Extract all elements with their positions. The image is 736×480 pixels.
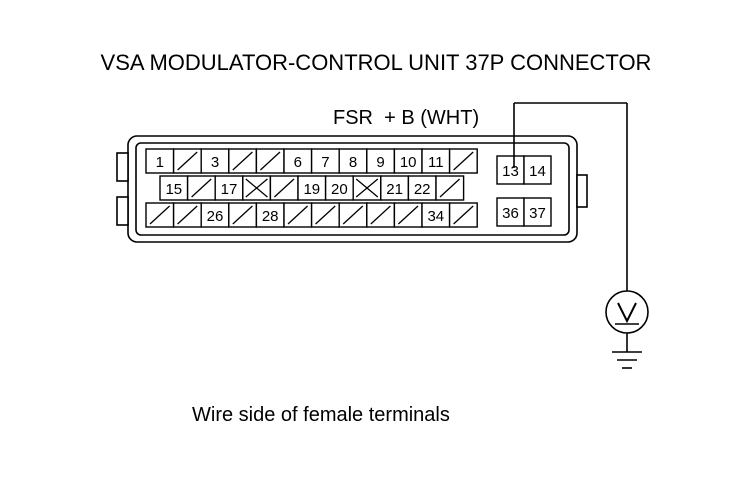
pin-cavity-13: 13 bbox=[496, 155, 525, 185]
pin-cavity-19: 19 bbox=[297, 175, 327, 201]
pin-number: 22 bbox=[414, 181, 431, 198]
pin-cavity-empty bbox=[310, 202, 340, 228]
ground-icon bbox=[612, 351, 642, 369]
pin-cavity-36: 36 bbox=[496, 197, 525, 227]
pin-number: 3 bbox=[211, 154, 219, 171]
pin-number: 6 bbox=[294, 154, 302, 171]
pin-cavity-empty bbox=[186, 175, 216, 201]
pin-cavity-empty bbox=[435, 175, 465, 201]
pin-cavity-empty bbox=[145, 202, 175, 228]
pin-cavity-3: 3 bbox=[200, 148, 230, 174]
pin-number: 7 bbox=[321, 154, 329, 171]
pin-cavity-26: 26 bbox=[200, 202, 230, 228]
pin-number: 20 bbox=[331, 181, 348, 198]
pin-number: 28 bbox=[262, 208, 279, 225]
pin-cavity-empty bbox=[448, 148, 478, 174]
pin-cavity-11: 11 bbox=[421, 148, 451, 174]
pin-number: 15 bbox=[165, 181, 182, 198]
pin-cavity-empty bbox=[393, 202, 423, 228]
pin-number: 21 bbox=[386, 181, 403, 198]
diagram-title: VSA MODULATOR-CONTROL UNIT 37P CONNECTOR bbox=[101, 50, 652, 75]
latch-left-top bbox=[116, 152, 129, 182]
pin-cavity-empty bbox=[228, 202, 258, 228]
pin-number: 9 bbox=[376, 154, 384, 171]
pin-cavity-15: 15 bbox=[159, 175, 189, 201]
pin-cavity-21: 21 bbox=[380, 175, 410, 201]
pin-cavity-37: 37 bbox=[523, 197, 552, 227]
pin-number: 36 bbox=[502, 205, 519, 222]
pin-number: 8 bbox=[349, 154, 357, 171]
pin-cavity-6: 6 bbox=[283, 148, 313, 174]
pin-cavity-28: 28 bbox=[255, 202, 285, 228]
pin-cavity-empty bbox=[269, 175, 299, 201]
pin-cavity-empty bbox=[283, 202, 313, 228]
pin-number: 1 bbox=[156, 154, 164, 171]
pin-cavity-8: 8 bbox=[338, 148, 368, 174]
pin-cavity-empty bbox=[172, 148, 202, 174]
pin-cavity-9: 9 bbox=[366, 148, 396, 174]
diagram-caption: Wire side of female terminals bbox=[192, 404, 450, 426]
voltmeter-icon bbox=[605, 290, 649, 334]
pin-cavity-empty bbox=[255, 148, 285, 174]
latch-left-bottom bbox=[116, 196, 129, 226]
pin-cavity-empty bbox=[172, 202, 202, 228]
latch-right bbox=[576, 174, 588, 208]
pin-number: 17 bbox=[221, 181, 238, 198]
pin-cavity-1: 1 bbox=[145, 148, 175, 174]
pin-number: 13 bbox=[502, 163, 519, 180]
pin-cavity-14: 14 bbox=[523, 155, 552, 185]
pin-cavity-20: 20 bbox=[324, 175, 354, 201]
pin-number: 34 bbox=[427, 208, 444, 225]
pin-cavity-10: 10 bbox=[393, 148, 423, 174]
pin-cavity-17: 17 bbox=[214, 175, 244, 201]
pin-cavity-blocked bbox=[242, 175, 272, 201]
probe-wire bbox=[513, 102, 628, 352]
pin-cavity-empty bbox=[338, 202, 368, 228]
pin-cavity-empty bbox=[448, 202, 478, 228]
pin-cavity-22: 22 bbox=[407, 175, 437, 201]
pin-cavity-7: 7 bbox=[310, 148, 340, 174]
pin-number: 37 bbox=[529, 205, 546, 222]
pin-cavity-blocked bbox=[352, 175, 382, 201]
pin-cavity-34: 34 bbox=[421, 202, 451, 228]
pin-number: 11 bbox=[428, 154, 444, 171]
pin-cavity-empty bbox=[228, 148, 258, 174]
pin-cavity-empty bbox=[366, 202, 396, 228]
wire-label: FSR + B (WHT) bbox=[333, 107, 479, 129]
pin-number: 14 bbox=[529, 163, 546, 180]
pin-number: 26 bbox=[207, 208, 224, 225]
pin-number: 10 bbox=[400, 154, 417, 171]
pin-number: 19 bbox=[303, 181, 320, 198]
